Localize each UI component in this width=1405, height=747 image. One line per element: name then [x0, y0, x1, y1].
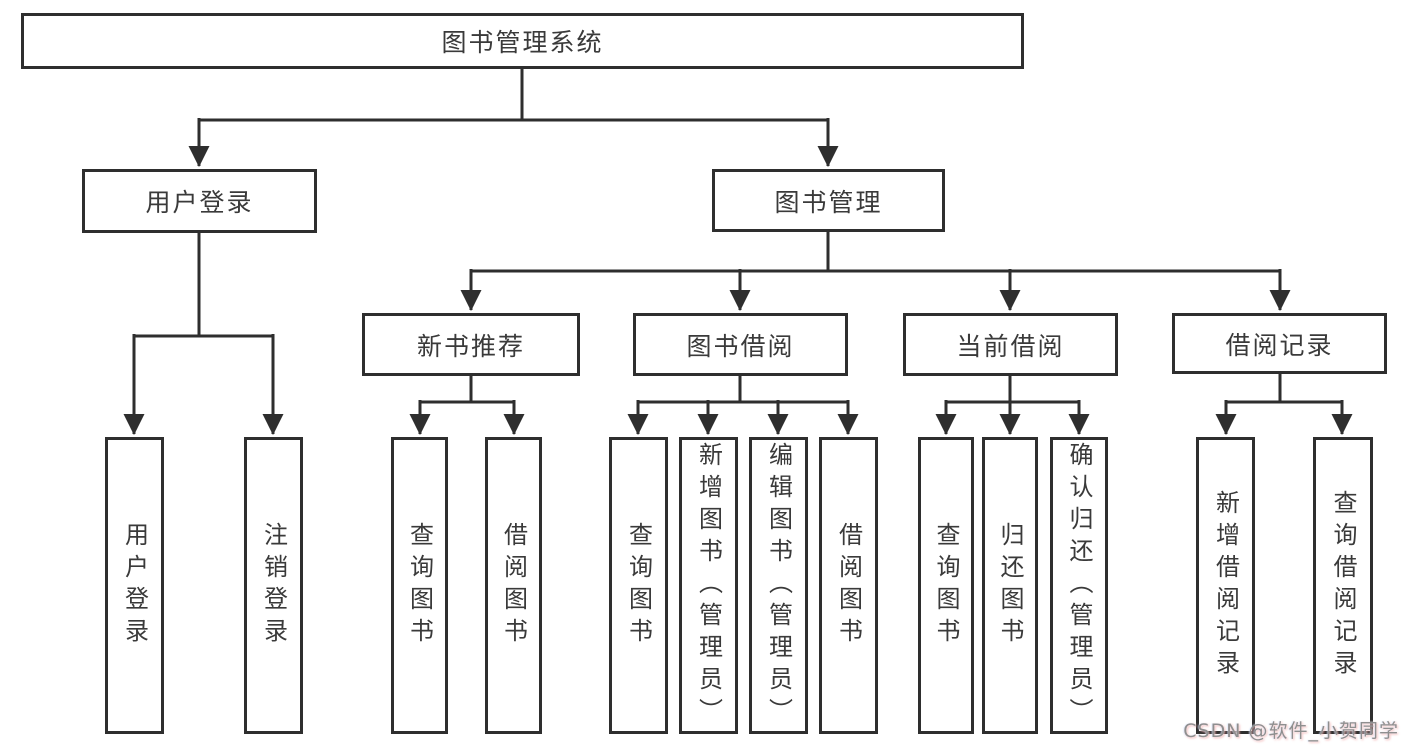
leaf-add-books-admin: 新增图书（管理员）	[679, 437, 738, 734]
leaf-edit-books-admin: 编辑图书（管理员）	[749, 437, 808, 734]
leaf-query-borrow-record: 查询借阅记录	[1313, 437, 1373, 734]
leaf-confirm-return-admin: 确认归还（管理员）	[1050, 437, 1108, 734]
leaf-query-books-recommend: 查询图书	[391, 437, 448, 734]
node-book-borrowing: 图书借阅	[633, 313, 848, 376]
leaf-user-login: 用户登录	[105, 437, 164, 734]
leaf-logout-login: 注销登录	[244, 437, 303, 734]
node-borrow-records: 借阅记录	[1172, 313, 1387, 374]
leaf-borrow-books-borrowing: 借阅图书	[819, 437, 878, 734]
leaf-query-books-current: 查询图书	[918, 437, 974, 734]
leaf-query-books-borrowing: 查询图书	[609, 437, 668, 734]
node-current-borrowing: 当前借阅	[903, 313, 1118, 376]
watermark: CSDN @软件_小贺同学	[1183, 720, 1399, 742]
leaf-borrow-books-recommend: 借阅图书	[485, 437, 542, 734]
leaf-return-books: 归还图书	[982, 437, 1038, 734]
node-library-system: 图书管理系统	[21, 13, 1024, 69]
node-new-book-recommend: 新书推荐	[362, 313, 580, 376]
leaf-add-borrow-record: 新增借阅记录	[1196, 437, 1255, 734]
node-user-login: 用户登录	[82, 169, 317, 233]
node-book-management: 图书管理	[712, 169, 945, 232]
